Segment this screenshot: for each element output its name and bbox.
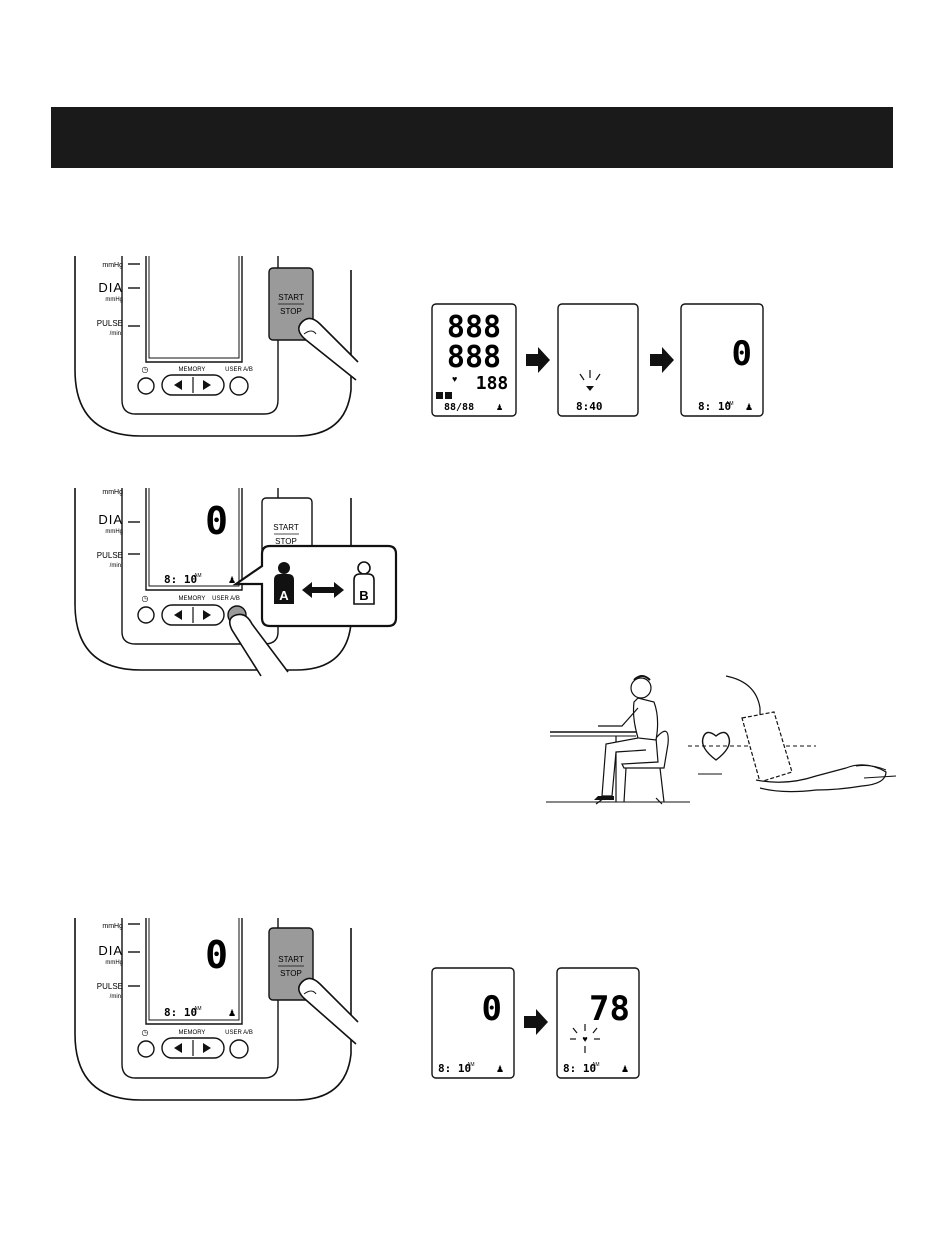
device-illustration-step2: mmHg DIA mmHg PULSE /min 0 8: 10 AM ♟ ◷ … <box>66 484 406 684</box>
step1-display-sequence: 888 888 ♥ 188 88/88 ♟ 8:40 0 8: 10 AM ♟ <box>430 302 770 417</box>
ready-value: 0 <box>732 334 752 374</box>
mmhg-label: mmHg <box>105 529 123 535</box>
user-icon: ♟ <box>621 1064 629 1074</box>
user-a-head-icon <box>278 562 290 574</box>
mmhg-label: mmHg <box>102 262 123 269</box>
mmhg-label: mmHg <box>105 297 123 303</box>
per-min-label: /min <box>110 331 121 337</box>
heart-icon: ♥ <box>582 1034 587 1044</box>
arm-with-cuff <box>726 676 896 792</box>
dia-label: DIA <box>98 512 123 527</box>
memory-label: MEMORY <box>179 367 206 373</box>
user-b-head-icon <box>358 562 370 574</box>
stop-label: STOP <box>280 969 302 978</box>
user-ab-label: USER A/B <box>225 367 253 373</box>
dia-label: DIA <box>98 943 123 958</box>
arrow-right-icon <box>650 347 674 373</box>
user-b-label: B <box>359 588 368 603</box>
arrow-right-icon <box>524 1009 548 1035</box>
section-header-bar <box>51 107 893 168</box>
user-icon: ♟ <box>228 1008 236 1018</box>
step3-display-sequence: 0 8: 10 AM ♟ 78 ♥ 8: 10 AM ♟ <box>430 966 670 1080</box>
user-switch-callout: A B <box>236 546 396 626</box>
display-value: 0 <box>205 933 228 977</box>
pulse-digits: 188 <box>476 373 509 394</box>
dia-label: DIA <box>98 280 123 295</box>
user-ab-button[interactable] <box>230 377 248 395</box>
user-ab-button[interactable] <box>230 1040 248 1058</box>
user-ab-label: USER A/B <box>225 1030 253 1036</box>
lcd-screen-start: 0 8: 10 AM ♟ <box>432 968 514 1078</box>
per-min-label: /min <box>110 994 121 1000</box>
clock-icon: ◷ <box>142 594 149 603</box>
display-ampm: AM <box>194 573 202 579</box>
user-icon: ♟ <box>745 402 753 412</box>
mmhg-label: mmHg <box>105 960 123 966</box>
stop-label: STOP <box>280 307 302 316</box>
display-value: 0 <box>205 499 228 543</box>
start-label: START <box>278 293 304 302</box>
user-icon: ♟ <box>496 403 503 412</box>
pulse-label: PULSE <box>97 982 123 991</box>
start-ampm: AM <box>467 1062 475 1068</box>
display-time: 8: 10 <box>164 1006 197 1019</box>
date-digits: 88/88 <box>444 402 474 413</box>
user-ab-label: USER A/B <box>212 596 240 602</box>
lcd-screen-ready: 0 8: 10 AM ♟ <box>681 304 763 416</box>
heart-icon: ♥ <box>452 374 457 384</box>
mmhg-label: mmHg <box>102 923 123 930</box>
user-a-label: A <box>279 588 289 603</box>
diastolic-digits: 888 <box>447 340 501 375</box>
clock-button[interactable]: ◷ <box>138 1028 154 1057</box>
pressing-finger <box>299 978 358 1044</box>
start-label: START <box>278 955 304 964</box>
clock-icon: ◷ <box>142 1028 149 1037</box>
pulse-label: PULSE <box>97 319 123 328</box>
start-label: START <box>273 523 299 532</box>
lcd-screen-flashing: 8:40 <box>558 304 638 416</box>
measuring-value: 78 <box>589 989 630 1029</box>
mmhg-label: mmHg <box>102 489 123 496</box>
ready-ampm: AM <box>726 401 734 407</box>
flash-time: 8:40 <box>576 400 603 413</box>
posture-illustration <box>546 668 906 808</box>
memory-label: MEMORY <box>179 596 206 602</box>
start-value: 0 <box>482 989 502 1029</box>
lcd-screen-all-segments: 888 888 ♥ 188 88/88 ♟ <box>432 304 516 416</box>
display-ampm: AM <box>194 1006 202 1012</box>
arrow-right-icon <box>526 347 550 373</box>
measuring-ampm: AM <box>592 1062 600 1068</box>
clock-icon: ◷ <box>142 365 149 374</box>
device-illustration-step3: mmHg DIA mmHg PULSE /min 0 8: 10 AM ♟ ◷ … <box>66 914 366 1110</box>
clock-button[interactable]: ◷ <box>138 365 154 394</box>
device-illustration-step1: mmHg DIA mmHg PULSE /min ◷ MEMORY USER A… <box>66 250 366 445</box>
clock-button[interactable]: ◷ <box>138 594 154 623</box>
stop-label: STOP <box>275 537 297 546</box>
display-time: 8: 10 <box>164 573 197 586</box>
user-icon: ♟ <box>496 1064 504 1074</box>
per-min-label: /min <box>110 563 121 569</box>
pressing-finger <box>299 318 358 380</box>
pulse-label: PULSE <box>97 551 123 560</box>
lcd-screen-measuring: 78 ♥ 8: 10 AM ♟ <box>557 968 639 1078</box>
memory-label: MEMORY <box>179 1030 206 1036</box>
